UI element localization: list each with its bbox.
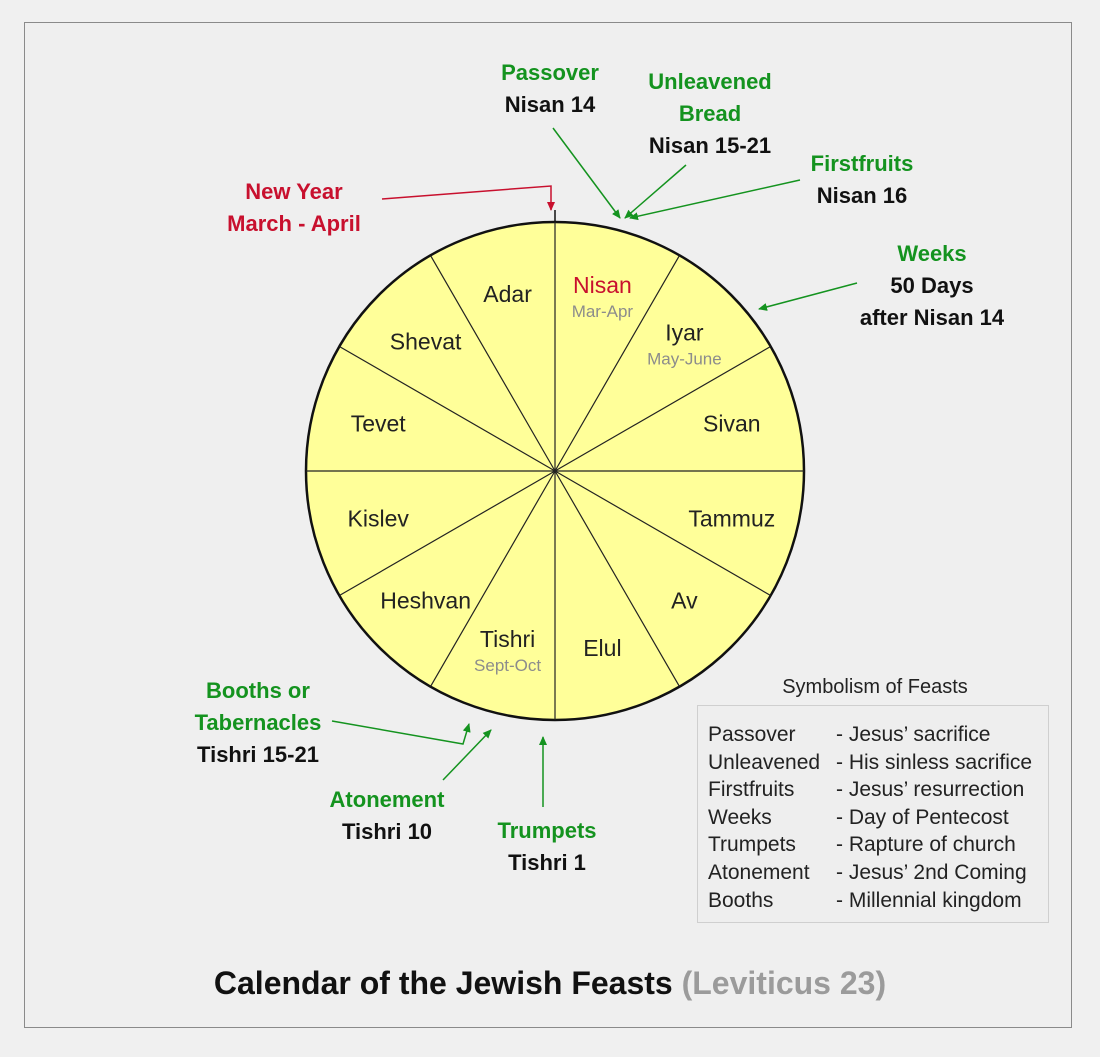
legend-title: Symbolism of Feasts bbox=[782, 676, 968, 698]
month-label-elul: Elul bbox=[583, 635, 621, 661]
passover-date: Nisan 14 bbox=[504, 92, 596, 117]
month-labels: NisanMar-AprIyarMay-JuneSivanTammuzAvElu… bbox=[348, 272, 776, 675]
legend-feast-meaning: - Millennial kingdom bbox=[836, 888, 1022, 912]
page-title: Calendar of the Jewish Feasts (Leviticus… bbox=[0, 965, 1100, 1002]
booths-name-line2: Tabernacles bbox=[194, 710, 322, 735]
wheel-spoke bbox=[429, 255, 556, 472]
new-year-date: March - April bbox=[227, 211, 361, 236]
trumpets-label: Trumpets Tishri 1 bbox=[467, 815, 627, 879]
weeks-name: Weeks bbox=[897, 241, 967, 266]
legend-feast-meaning: - Rapture of church bbox=[836, 833, 1016, 857]
booths-arrow bbox=[331, 720, 471, 745]
page-title-text: Calendar of the Jewish Feasts bbox=[213, 965, 673, 1001]
legend-feast-name: Unleavened bbox=[708, 750, 821, 774]
firstfruits-date: Nisan 16 bbox=[816, 183, 908, 208]
legend-feast-meaning: - Jesus’ sacrifice bbox=[836, 723, 991, 746]
month-label-nisan: Nisan bbox=[573, 272, 632, 298]
legend-feast-name: Trumpets bbox=[708, 833, 796, 857]
wheel-spoke bbox=[554, 255, 681, 472]
legend-feast-meaning: - His sinless sacrifice bbox=[836, 750, 1033, 774]
wheel-spoke bbox=[429, 470, 556, 687]
unleavened-label: Unleavened Bread Nisan 15-21 bbox=[620, 66, 800, 162]
wheel-spoke bbox=[339, 470, 556, 597]
month-label-sivan: Sivan bbox=[703, 411, 761, 437]
legend-feast-meaning: - Jesus’ resurrection bbox=[836, 778, 1025, 802]
unleavened-name-line1: Unleavened bbox=[648, 69, 772, 94]
month-label-heshvan: Heshvan bbox=[380, 587, 471, 613]
legend-feast-name: Atonement bbox=[708, 861, 810, 884]
legend-feast-name: Firstfruits bbox=[708, 778, 795, 802]
month-label-av: Av bbox=[671, 587, 698, 613]
firstfruits-name: Firstfruits bbox=[810, 151, 914, 176]
month-label-adar: Adar bbox=[483, 281, 532, 307]
trumpets-date: Tishri 1 bbox=[508, 850, 586, 875]
month-label-kislev: Kislev bbox=[348, 505, 410, 531]
month-range-iyar: May-June bbox=[647, 350, 722, 369]
firstfruits-arrow bbox=[629, 179, 801, 221]
legend-feast-meaning: - Day of Pentecost bbox=[836, 805, 1009, 829]
wheel-spoke bbox=[554, 470, 771, 597]
legend-feast-meaning: - Jesus’ 2nd Coming bbox=[836, 861, 1027, 884]
passover-name: Passover bbox=[501, 60, 599, 85]
booths-date: Tishri 15-21 bbox=[197, 742, 319, 767]
booths-label: Booths or Tabernacles Tishri 15-21 bbox=[168, 675, 348, 771]
firstfruits-label: Firstfruits Nisan 16 bbox=[782, 148, 942, 212]
legend-feast-name: Booths bbox=[708, 888, 774, 912]
month-label-tevet: Tevet bbox=[351, 411, 407, 437]
month-range-nisan: Mar-Apr bbox=[572, 302, 634, 321]
weeks-label: Weeks 50 Days after Nisan 14 bbox=[832, 238, 1032, 334]
wheel-spoke bbox=[554, 470, 681, 687]
passover-arrow bbox=[552, 127, 621, 219]
weeks-date-line1: 50 Days bbox=[890, 273, 974, 298]
month-label-iyar: Iyar bbox=[665, 320, 704, 346]
new-year-name: New Year bbox=[245, 179, 343, 204]
weeks-date-line2: after Nisan 14 bbox=[859, 305, 1005, 330]
passover-label: Passover Nisan 14 bbox=[470, 57, 630, 121]
wheel-spoke bbox=[339, 345, 556, 472]
new-year-label: New Year March - April bbox=[194, 176, 394, 240]
weeks-arrow bbox=[758, 282, 858, 311]
wheel-spoke bbox=[554, 345, 771, 472]
booths-name-line1: Booths or bbox=[206, 678, 310, 703]
unleavened-name-line2: Bread bbox=[678, 101, 742, 126]
month-label-tammuz: Tammuz bbox=[688, 505, 775, 531]
unleavened-arrow bbox=[624, 164, 687, 219]
trumpets-name: Trumpets bbox=[497, 818, 597, 843]
legend-feast-name: Passover bbox=[708, 723, 796, 746]
unleavened-date: Nisan 15-21 bbox=[648, 133, 772, 158]
atonement-name: Atonement bbox=[329, 787, 445, 812]
page-title-reference: (Leviticus 23) bbox=[681, 965, 887, 1001]
month-label-tishri: Tishri bbox=[480, 626, 535, 652]
atonement-label: Atonement Tishri 10 bbox=[307, 784, 467, 848]
atonement-arrow bbox=[442, 729, 492, 781]
month-range-tishri: Sept-Oct bbox=[474, 656, 541, 675]
new-year-arrow bbox=[381, 185, 555, 211]
atonement-date: Tishri 10 bbox=[341, 819, 433, 844]
month-label-shevat: Shevat bbox=[390, 329, 462, 355]
legend-feast-name: Weeks bbox=[708, 805, 772, 829]
wheel-spokes bbox=[306, 222, 804, 720]
